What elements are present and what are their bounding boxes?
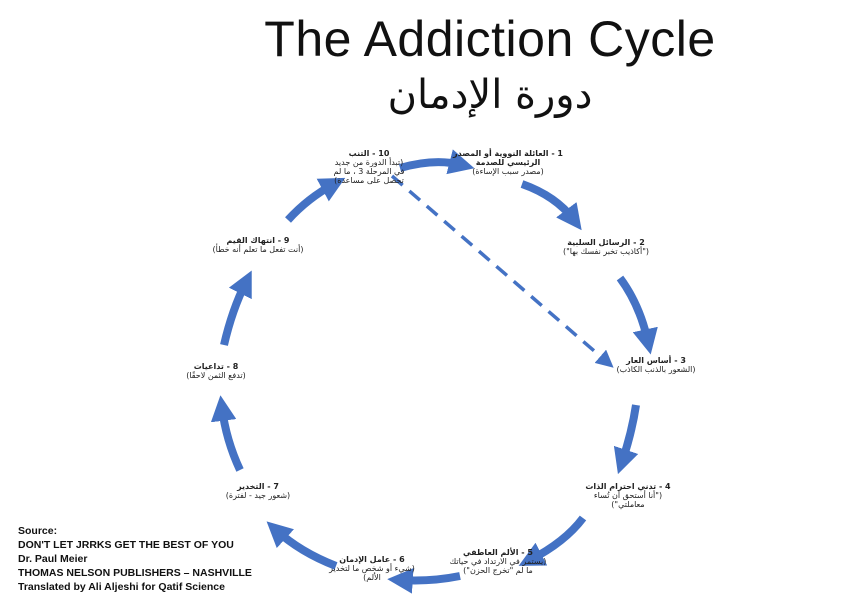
stage-body: (تدفع الثمن لاحقًا)	[186, 371, 246, 380]
stage-title: عامل الإدمان	[339, 555, 391, 564]
stage-7: 7 - التخدير (شعور جيد - لفترة)	[212, 482, 304, 500]
stage-body: ("أنا أستحق أن تُساء معاملتي")	[593, 491, 663, 509]
stage-title: العائلة النووية أو المصدر الرئيسي للصدمة	[453, 149, 549, 167]
arrow-2-to-3	[616, 275, 658, 355]
stage-title: انتهاك القيم	[226, 236, 275, 245]
arrow-9-to-10	[285, 177, 346, 223]
stage-body: (يستمر في الارتداد في حياتك ما لم "تخرج …	[449, 557, 547, 575]
stage-number: 2	[639, 238, 645, 247]
arrow-8-to-9	[220, 270, 252, 346]
stage-body: (أنت تفعل ما تعلم أنه خطأ)	[212, 245, 304, 254]
stage-title: أساس العار	[626, 356, 672, 365]
stage-4: 4 - تدني احترام الذات ("أنا أستحق أن تُس…	[578, 482, 678, 509]
stage-body: (شيء أو شخص ما لتخدير الألم)	[329, 564, 415, 582]
stage-6: 6 - عامل الإدمان (شيء أو شخص ما لتخدير ا…	[322, 555, 422, 582]
stage-9: 9 - انتهاك القيم (أنت تفعل ما تعلم أنه خ…	[208, 236, 308, 254]
stage-body: ("أكاذيب تخبر نفسك بها")	[562, 247, 650, 256]
stage-number: 7	[273, 482, 279, 491]
stage-number: 4	[665, 482, 671, 491]
arrow-5-to-6	[387, 568, 461, 594]
stage-title: تدني احترام الذات	[585, 482, 657, 491]
source-author: Dr. Paul Meier	[18, 553, 88, 565]
arrow-3-to-4	[613, 404, 640, 475]
stage-number: 8	[232, 362, 239, 371]
diagram-title: The Addiction Cycle	[264, 11, 716, 67]
source-label: Source:	[18, 525, 58, 537]
stage-number: 6	[399, 555, 405, 564]
stage-1: 1 - العائلة النووية أو المصدر الرئيسي لل…	[448, 149, 568, 176]
arrow-10-to-3-dashed	[390, 174, 614, 368]
stage-title: الرسائل السلبية	[567, 238, 631, 247]
source-note: Source: DON'T LET JRRKS GET THE BEST OF …	[18, 524, 252, 594]
source-book: DON'T LET JRRKS GET THE BEST OF YOU	[18, 539, 234, 551]
stage-number: 3	[680, 356, 686, 365]
cycle-arrows	[210, 149, 658, 594]
arrow-10-to-1	[398, 149, 475, 175]
stage-8: 8 - تداعيات (تدفع الثمن لاحقًا)	[166, 362, 266, 380]
stage-body: (تبدأ الدورة من جديد في المرحلة 3 ، ما ل…	[333, 158, 405, 185]
stage-10: 10 - التنب (تبدأ الدورة من جديد في المرح…	[330, 149, 408, 185]
stage-body: (شعور جيد - لفترة)	[225, 491, 291, 500]
arrow-7-to-8	[210, 395, 244, 472]
stage-number: 9	[283, 236, 290, 245]
stage-title: تداعيات	[193, 362, 224, 371]
stage-title: التخدير	[237, 482, 265, 491]
source-publisher: THOMAS NELSON PUBLISHERS – NASHVILLE	[18, 567, 252, 579]
diagram-title-arabic: دورة الإدمان	[387, 72, 593, 118]
arrow-4-to-5	[518, 515, 587, 566]
stage-3: 3 - أساس العار (الشعور بالذنب الكاذب)	[606, 356, 706, 374]
stage-title: الألم العاطفي	[463, 548, 519, 557]
stage-2: 2 - الرسائل السلبية ("أكاذيب تخبر نفسك ب…	[560, 238, 652, 256]
source-translator: Translated by Ali Aljeshi for Qatif Scie…	[18, 581, 225, 593]
stage-title: التنب	[348, 149, 370, 158]
arrow-1-to-2	[520, 180, 582, 231]
arrow-6-to-7	[266, 521, 338, 570]
stage-body: (مصدر سبب الإساءة)	[472, 167, 544, 176]
stage-number: 1	[557, 149, 563, 158]
stage-number: 10	[378, 149, 390, 158]
stage-number: 5	[527, 548, 533, 557]
stage-5: 5 - الألم العاطفي (يستمر في الارتداد في …	[449, 548, 547, 575]
stage-body: (الشعور بالذنب الكاذب)	[616, 365, 696, 374]
